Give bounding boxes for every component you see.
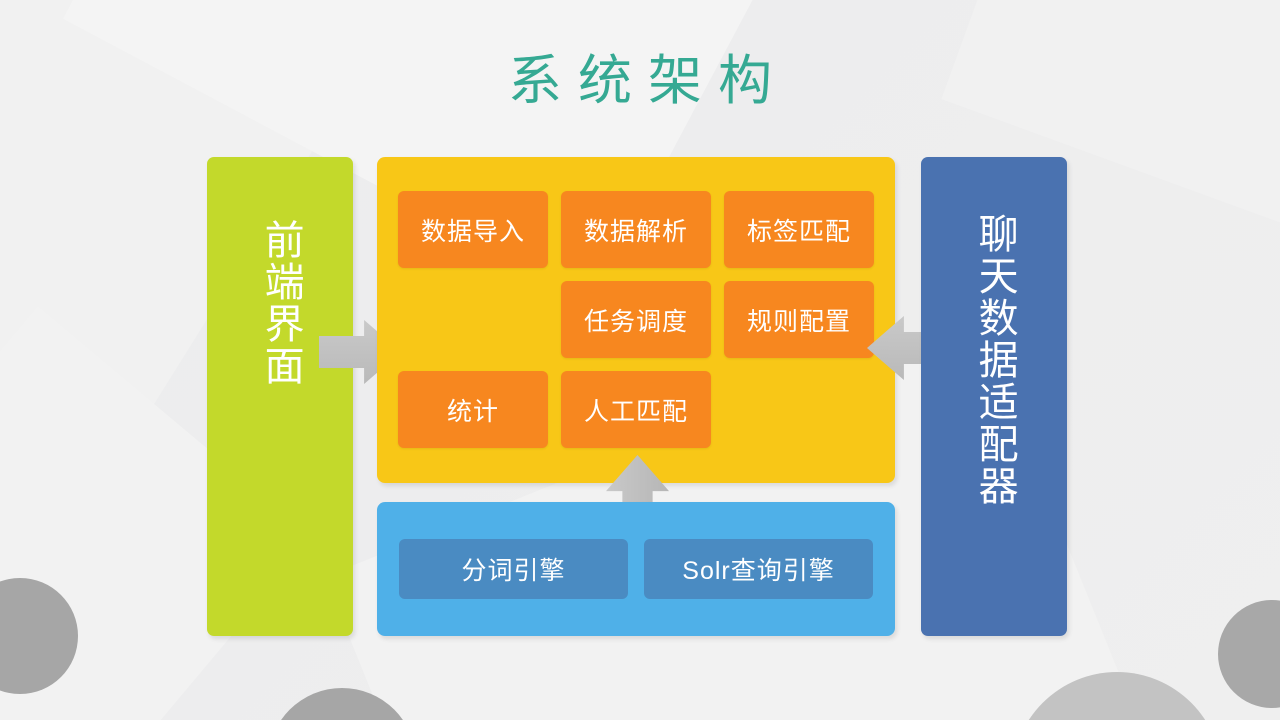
engine-box[interactable]: 分词引擎: [399, 539, 628, 599]
module-label: 标签匹配: [746, 217, 851, 246]
module-label: 规则配置: [746, 307, 851, 336]
module-label: 数据导入: [420, 217, 525, 246]
module-box[interactable]: 标签匹配: [724, 191, 874, 268]
background-circle: [1012, 672, 1222, 720]
engine-label: 分词引擎: [461, 557, 566, 585]
background-circle: [0, 578, 78, 694]
background-circle: [1218, 600, 1280, 708]
module-label: 人工匹配: [583, 397, 688, 426]
core-module-grid: 数据导入 数据解析 标签匹配 任务调度 规则配置 统计 人工匹配: [398, 191, 876, 448]
engine-panel: 分词引擎 Solr查询引擎: [377, 502, 895, 636]
module-label: 数据解析: [583, 217, 688, 246]
frontend-interface-panel: 前端界面: [207, 157, 353, 636]
core-system-panel: 数据导入 数据解析 标签匹配 任务调度 规则配置 统计 人工匹配: [377, 157, 895, 483]
module-box[interactable]: 人工匹配: [561, 371, 711, 448]
engine-label: Solr查询引擎: [682, 557, 835, 585]
module-box[interactable]: 数据导入: [398, 191, 548, 268]
chat-data-adapter-panel: 聊天数据适配器: [921, 157, 1067, 636]
module-label: 统计: [446, 397, 499, 426]
engine-row: 分词引擎 Solr查询引擎: [399, 539, 873, 599]
module-box[interactable]: 统计: [398, 371, 548, 448]
module-label: 任务调度: [583, 307, 688, 336]
module-box[interactable]: 任务调度: [561, 281, 711, 358]
frontend-interface-label: 前端界面: [258, 219, 303, 387]
chat-data-adapter-label: 聊天数据适配器: [972, 213, 1017, 507]
background-circle: [268, 688, 416, 720]
module-box[interactable]: 规则配置: [724, 281, 874, 358]
page-title: 系统架构: [508, 51, 788, 111]
engine-box[interactable]: Solr查询引擎: [644, 539, 873, 599]
module-box[interactable]: 数据解析: [561, 191, 711, 268]
